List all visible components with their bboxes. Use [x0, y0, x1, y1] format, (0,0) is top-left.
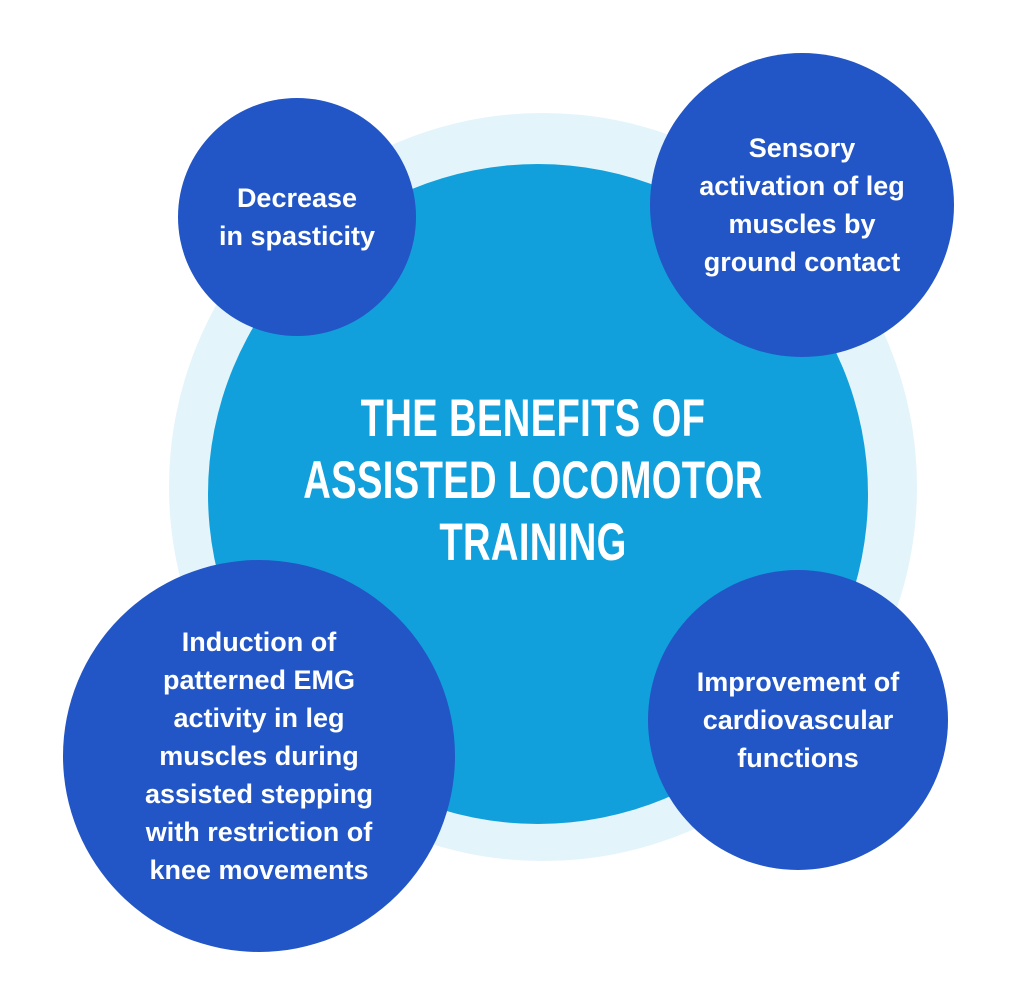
infographic-title: THE BENEFITS OF ASSISTED LOCOMOTOR TRAIN… — [303, 389, 763, 572]
benefit-bubble-decrease-spasticity: Decrease in spasticity — [178, 98, 416, 336]
bubble-label-decrease-spasticity: Decrease in spasticity — [218, 183, 376, 251]
bubble-label-sensory-activation: Sensory activation of leg muscles by gro… — [699, 133, 905, 277]
benefit-bubble-emg-activity: Induction of patterned EMG activity in l… — [63, 560, 455, 952]
bubble-label-emg-activity: Induction of patterned EMG activity in l… — [144, 627, 374, 885]
benefit-bubble-cardiovascular: Improvement of cardiovascular functions — [648, 570, 948, 870]
benefit-bubble-sensory-activation: Sensory activation of leg muscles by gro… — [650, 53, 954, 357]
bubble-label-cardiovascular: Improvement of cardiovascular functions — [696, 667, 900, 773]
